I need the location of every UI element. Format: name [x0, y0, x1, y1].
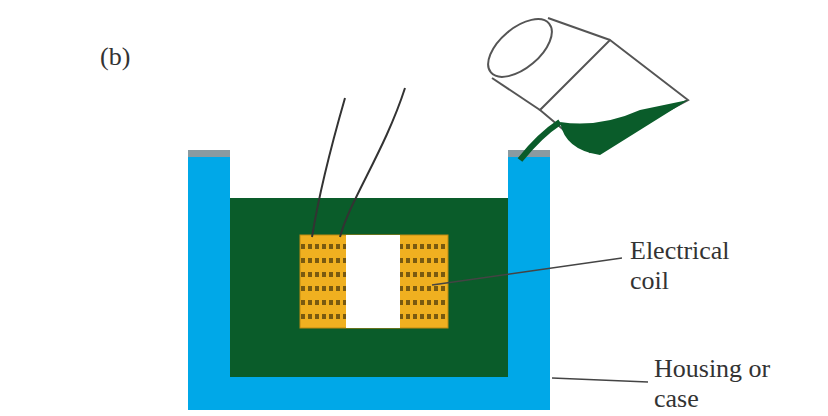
leader-line	[552, 378, 648, 382]
housing-rim	[188, 150, 230, 157]
electrical-coil	[300, 235, 448, 328]
coil-core	[346, 235, 400, 328]
lead-wire	[340, 88, 405, 237]
pouring-beaker	[478, 8, 688, 160]
potting-compound	[230, 198, 508, 377]
leader-line	[432, 258, 622, 285]
part-label: Housing or case	[654, 354, 784, 414]
part-label: Electrical coil	[630, 236, 760, 296]
figure-letter: (b)	[100, 42, 160, 72]
lead-wire	[312, 98, 345, 237]
housing-wall	[188, 152, 550, 410]
coil-winding	[300, 235, 448, 328]
